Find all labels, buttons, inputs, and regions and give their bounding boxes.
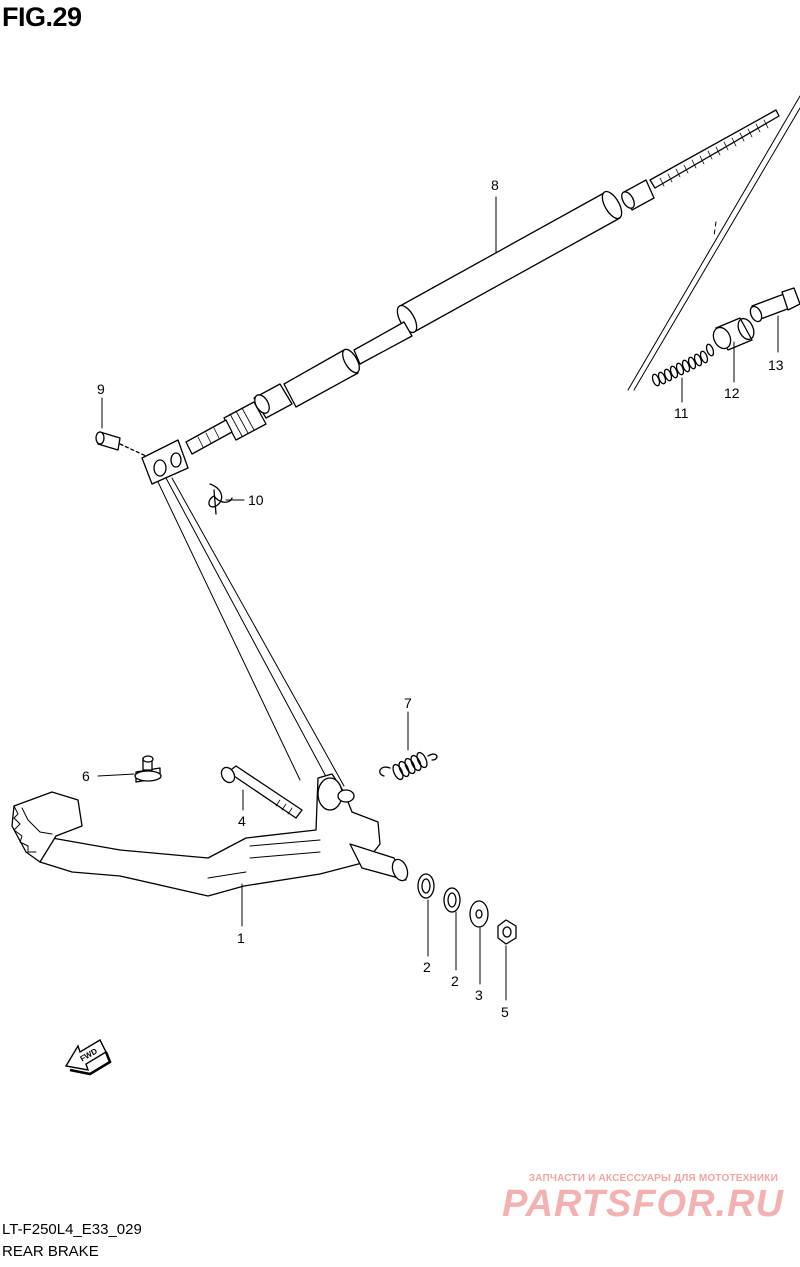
callout-9: 9 [97, 381, 105, 397]
figure-title: FIG.29 [2, 2, 82, 32]
brake-rod [157, 477, 345, 787]
washer-2b [443, 887, 461, 913]
brake-pedal [11, 773, 409, 897]
callout-2a: 2 [423, 959, 431, 975]
watermark-logo: PARTSFOR.RU [502, 1183, 784, 1225]
leader-lines [97, 196, 779, 1001]
callout-2b: 2 [451, 973, 459, 989]
callout-12: 12 [724, 385, 740, 401]
detail-bracket [627, 95, 800, 391]
callout-11: 11 [674, 405, 689, 421]
callout-6: 6 [82, 768, 90, 784]
section-name: REAR BRAKE [2, 1243, 99, 1260]
callout-5: 5 [501, 1004, 509, 1020]
spring-11 [651, 343, 715, 387]
model-code: LT-F250L4_E33_029 [2, 1221, 142, 1238]
washer-2a [417, 873, 435, 899]
callout-3: 3 [475, 987, 483, 1003]
watermark-tagline: ЗАПЧАСТИ И АКСЕССУАРЫ ДЛЯ МОТОТЕХНИКИ [528, 1173, 778, 1184]
bolt-13 [749, 287, 800, 323]
clip [208, 483, 233, 515]
nut-5 [497, 919, 517, 945]
brake-cable [141, 109, 780, 485]
clevis-pin [95, 431, 147, 457]
callout-4: 4 [238, 813, 246, 829]
callout-7: 7 [404, 695, 412, 711]
bolt [220, 765, 303, 819]
return-spring [379, 751, 438, 781]
callout-1: 1 [237, 930, 245, 946]
fwd-arrow-icon: FWD [64, 1039, 112, 1076]
callout-13: 13 [768, 357, 784, 373]
pedal-stopper [134, 755, 162, 783]
callout-8: 8 [491, 177, 499, 193]
callout-10: 10 [248, 492, 264, 508]
callout-labels: 8 9 10 11 12 13 7 6 4 1 2 2 3 5 [82, 177, 784, 1020]
washer-3 [469, 900, 489, 928]
collar-12 [712, 317, 755, 351]
